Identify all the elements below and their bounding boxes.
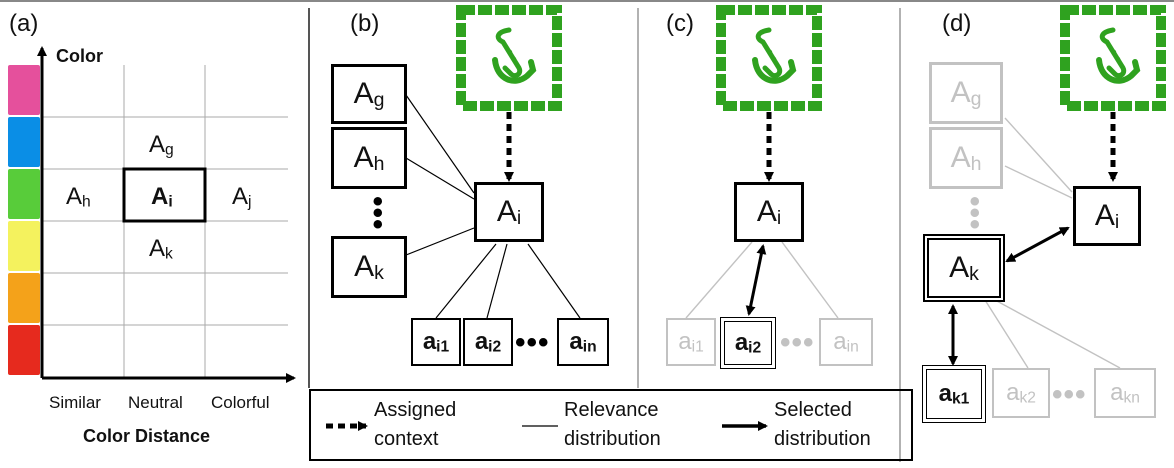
color-swatch-red xyxy=(8,325,40,375)
panel-label-b: (b) xyxy=(350,10,380,37)
color-swatch-yellow xyxy=(8,221,40,271)
selected-arrow-c xyxy=(745,244,767,316)
horizontal-ellipsis-d: ••• xyxy=(1052,378,1087,411)
artwork-frame-d xyxy=(1060,5,1166,111)
horizontal-ellipsis-c: ••• xyxy=(780,326,815,359)
cell-ak: Ak xyxy=(149,235,173,263)
selected-arrow-d1 xyxy=(1005,226,1070,263)
node-akn-d: akn xyxy=(1094,368,1156,418)
cell-aj: Aj xyxy=(232,183,252,211)
color-swatch-pink xyxy=(8,65,40,115)
relevance-lines-b xyxy=(405,94,581,319)
vertical-ellipsis-d: ••• xyxy=(958,196,991,231)
node-ag-b: Ag xyxy=(331,64,407,124)
legend-relevance-distribution: Relevance distribution xyxy=(564,399,661,450)
x-tick-neutral: Neutral xyxy=(128,393,183,412)
node-ak-b: Ak xyxy=(331,236,407,298)
node-ai2-b: ai2 xyxy=(463,318,513,366)
relevance-lines-c xyxy=(685,241,839,319)
legend-selected-distribution: Selected distribution xyxy=(774,399,871,450)
node-ai-c: Ai xyxy=(734,182,804,242)
selected-cell-box xyxy=(122,167,207,223)
node-ain-c: ain xyxy=(819,318,873,366)
node-ag-d: Ag xyxy=(929,62,1003,124)
node-ai1-c: ai1 xyxy=(666,318,716,366)
x-axis-title: Color Distance xyxy=(83,426,211,446)
node-ai1-b: ai1 xyxy=(411,318,461,366)
artwork-frame-b xyxy=(456,5,562,111)
legend-box xyxy=(309,389,913,461)
node-ak2-d: ak2 xyxy=(992,368,1050,418)
node-ai-b: Ai xyxy=(474,182,544,242)
color-swatch-green xyxy=(8,169,40,219)
panel-label-c: (c) xyxy=(666,10,694,37)
node-ai-d: Ai xyxy=(1073,186,1141,246)
color-swatch-orange xyxy=(8,273,40,323)
cell-ai: Ai xyxy=(151,183,173,211)
panel-label-d: (d) xyxy=(942,10,972,37)
panel-label-a: (a) xyxy=(9,10,39,37)
vertical-ellipsis-b: ••• xyxy=(361,196,394,231)
relevance-lines-d xyxy=(984,117,1121,369)
cell-ag: Ag xyxy=(149,131,174,159)
legend-assigned-context: Assigned context xyxy=(374,399,457,450)
node-ai2-c: ai2 xyxy=(720,317,776,369)
node-ak-d: Ak xyxy=(923,234,1005,302)
node-ain-b: ain xyxy=(557,318,609,366)
node-ah-d: Ah xyxy=(929,127,1003,189)
node-ak1-d: ak1 xyxy=(922,365,986,423)
artwork-frame-c xyxy=(716,5,822,111)
node-ah-b: Ah xyxy=(331,127,407,189)
cell-ah: Ah xyxy=(66,183,91,211)
x-tick-similar: Similar xyxy=(49,393,101,412)
color-swatch-blue xyxy=(8,117,40,167)
horizontal-ellipsis-b: ••• xyxy=(515,326,550,359)
x-tick-colorful: Colorful xyxy=(211,393,270,412)
y-axis-title: Color xyxy=(56,46,103,66)
